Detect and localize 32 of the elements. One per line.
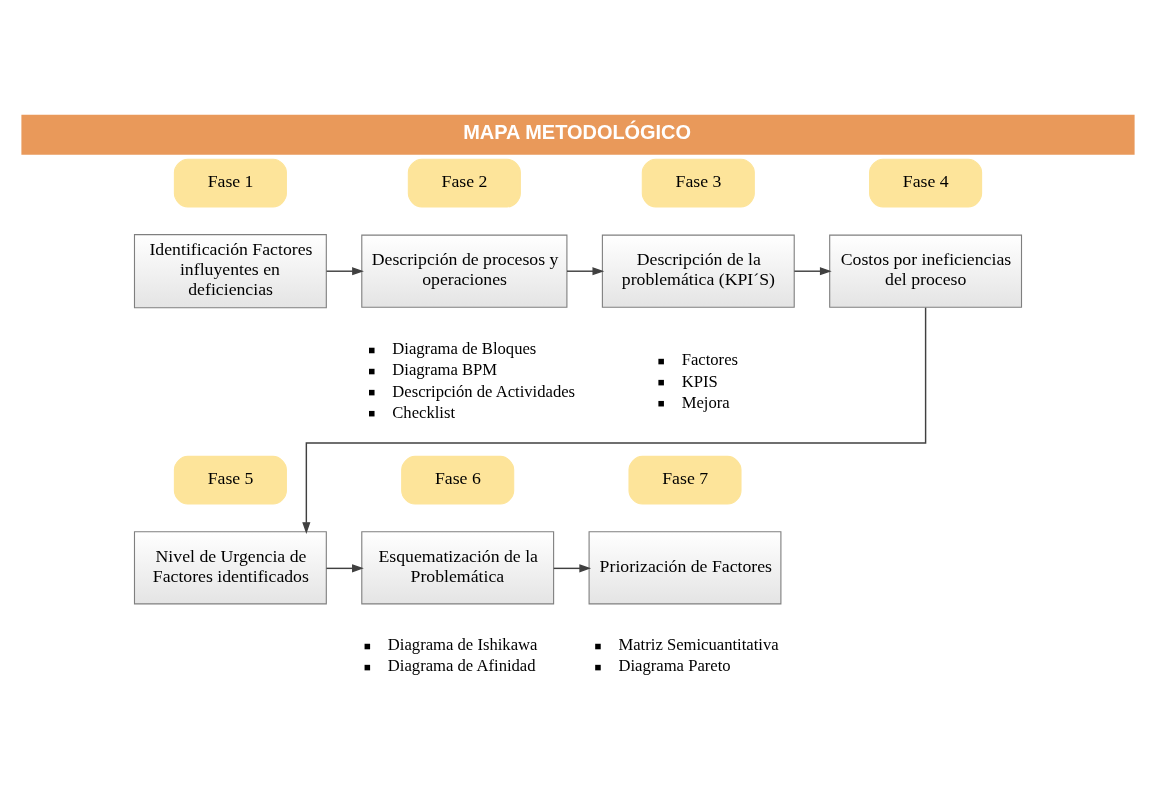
node-box: Priorización de Factores: [588, 531, 782, 605]
node-box: Descripción de procesos y operaciones: [361, 234, 568, 308]
arrow: [325, 564, 364, 573]
arrow: [302, 306, 927, 534]
arrow: [566, 267, 605, 276]
node-box: Nivel de Urgencia de Factores identificados: [133, 531, 327, 605]
node-label: Descripción de Actividades: [392, 381, 576, 401]
node-box: Fase 1: [173, 158, 287, 208]
node-box: Esquematización de la Problemática: [361, 531, 555, 605]
node-box: Fase 7: [628, 455, 742, 505]
node-box: Costos por ineficiencias del proceso: [829, 234, 1023, 308]
node-label: Diagrama BPM: [392, 360, 498, 380]
node-box: Fase 2: [407, 158, 521, 208]
node-label: Matriz Semicuantitativa: [618, 635, 779, 655]
node-box: Fase 3: [641, 158, 755, 208]
node-label: Factores: [681, 350, 738, 370]
arrow: [793, 267, 832, 276]
node-label: Diagrama de Afinidad: [387, 656, 536, 676]
node-label: Checklist: [392, 402, 456, 422]
node-label: Mejora: [681, 392, 730, 412]
node-label: KPIS: [681, 371, 718, 391]
node-box: Fase 5: [173, 455, 287, 505]
arrow: [553, 564, 592, 573]
diagram-title: MAPA METODOLÓGICO: [463, 120, 692, 143]
node-box: Descripción de la problemática (KPI´S): [601, 234, 795, 308]
node-box: Fase 6: [401, 455, 515, 505]
node-label: Diagrama de Bloques: [392, 339, 537, 359]
arrow: [325, 267, 364, 276]
node-box: Identificación Factores influyentes en deficiencias: [133, 234, 327, 309]
node-box: Fase 4: [869, 158, 983, 208]
node-label: Diagrama de Ishikawa: [387, 635, 538, 655]
node-label: Diagrama Pareto: [618, 656, 731, 676]
